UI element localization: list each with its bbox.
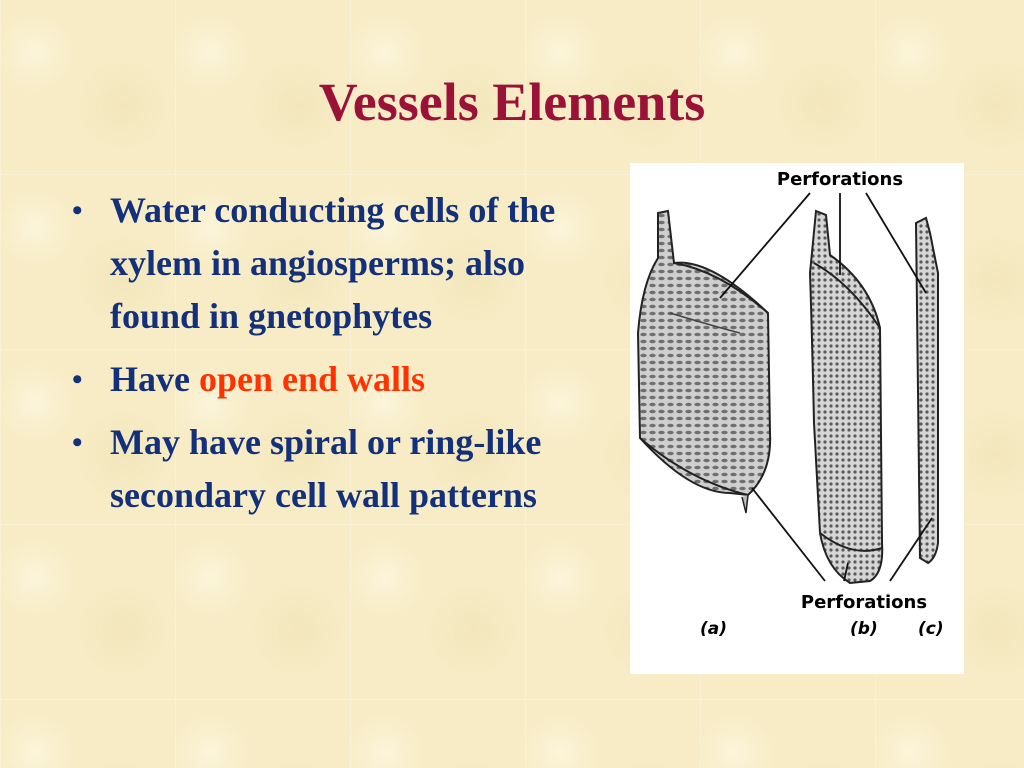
panel-label-b: (b) — [850, 619, 878, 639]
bullet-item-water-conducting: • Water conducting cells of the xylem in… — [72, 184, 592, 343]
bullet-text: Have — [110, 359, 199, 399]
bullet-highlight-text: open end walls — [198, 359, 426, 399]
vessel-element-b — [808, 209, 884, 585]
bullet-dot-icon: • — [72, 426, 83, 459]
vessel-element-a — [636, 209, 772, 514]
perforation-leader-lines — [719, 192, 933, 582]
bullet-item-wall-patterns: • May have spiral or ring-like secondary… — [72, 416, 592, 522]
vessel-elements-figure: Perforations Perforations (a) (b) (c) — [630, 163, 964, 674]
bullet-dot-icon: • — [72, 194, 83, 227]
panel-label-a: (a) — [700, 619, 727, 639]
bullet-text: May have spiral or ring-like secondary c… — [110, 422, 542, 515]
bullet-item-open-end-walls: • Have open end walls — [72, 353, 592, 406]
vessel-elements-illustration: Perforations Perforations (a) (b) (c) — [636, 169, 944, 639]
panel-label-c: (c) — [918, 619, 944, 639]
bullet-dot-icon: • — [72, 363, 83, 396]
slide-title: Vessels Elements — [318, 72, 706, 132]
figure-top-label: Perforations — [777, 169, 903, 190]
bullet-text: Water conducting cells of the xylem in a… — [110, 190, 556, 336]
bullet-list: • Water conducting cells of the xylem in… — [72, 184, 592, 532]
vessel-element-c — [914, 216, 939, 565]
figure-bottom-label: Perforations — [801, 592, 927, 613]
